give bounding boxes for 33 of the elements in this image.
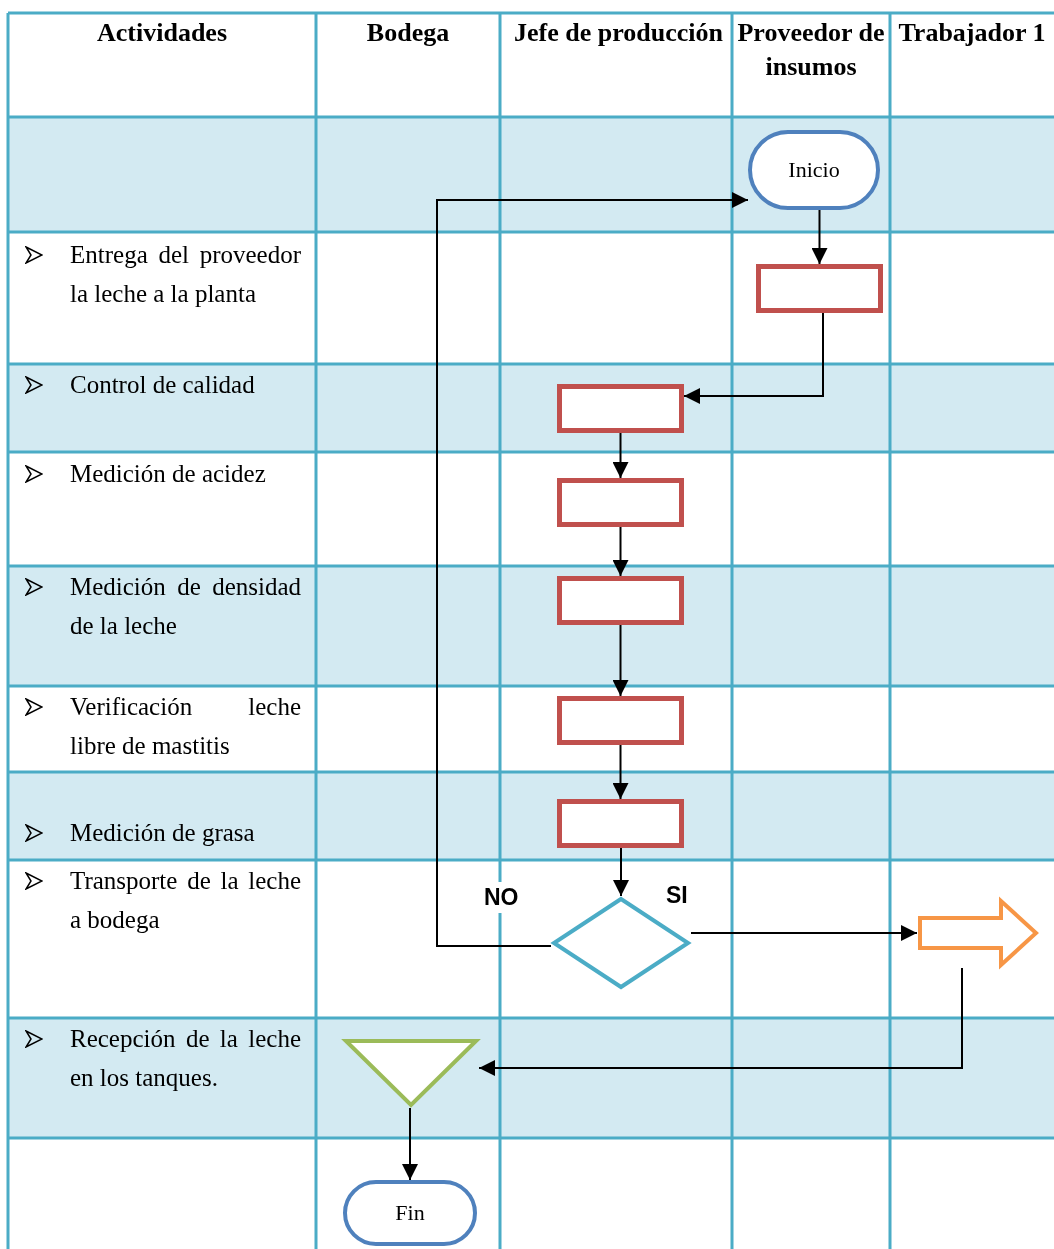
process-box: [756, 264, 883, 313]
arrow: [612, 744, 629, 800]
activity-text: Medición de densidad de la leche: [70, 572, 301, 641]
arrow: [612, 526, 629, 577]
arrow: [690, 925, 918, 941]
process-box: [557, 576, 684, 625]
arrow: [683, 312, 824, 404]
activity-text: Entrega del proveedor la leche a la planta: [70, 240, 301, 309]
arrow: [613, 847, 629, 897]
block-arrow: [917, 898, 1039, 968]
activity-text: Verificación leche libre de mastitis: [70, 692, 301, 761]
column-header: Proveedor de insumos: [736, 17, 886, 83]
process-box: [557, 384, 684, 433]
activity-text: Medición de acidez: [70, 459, 267, 489]
activity-text: Recepción de la leche en los tanques.: [70, 1024, 301, 1093]
arrow: [811, 209, 828, 265]
activity-text: Medición de grasa: [70, 818, 256, 848]
arrow: [612, 624, 629, 697]
activity-text: Transporte de la leche a bodega: [70, 866, 301, 935]
arrow: [436, 192, 749, 947]
column-header: Actividades: [96, 17, 228, 49]
terminal-shape: Fin: [343, 1180, 477, 1246]
column-header: Trabajador 1: [897, 17, 1047, 49]
column-header: Jefe de producción: [514, 17, 724, 49]
activity-text: Control de calidad: [70, 370, 256, 400]
process-box: [557, 696, 684, 745]
arrow: [402, 1107, 418, 1181]
process-box: [557, 478, 684, 527]
arrow: [612, 432, 629, 479]
storage-triangle: [343, 1038, 479, 1108]
process-box: [557, 799, 684, 848]
column-header: Bodega: [365, 17, 451, 49]
arrow: [478, 967, 963, 1076]
